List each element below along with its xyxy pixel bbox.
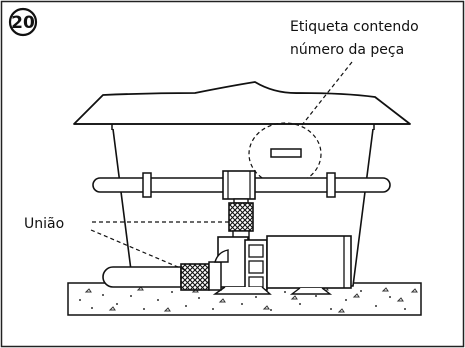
part-label-plate xyxy=(270,148,302,158)
pump xyxy=(212,235,352,295)
suction-pipe xyxy=(102,249,229,291)
part-label-line1: Etiqueta contendo xyxy=(290,19,419,35)
step-badge: 20 xyxy=(8,7,38,37)
tank-lid xyxy=(73,81,411,125)
vertical-pipe xyxy=(228,198,254,240)
union-fitting-upper xyxy=(228,202,254,232)
part-label-line2: número da peça xyxy=(290,42,404,58)
step-number: 20 xyxy=(11,13,35,33)
union-label: União xyxy=(24,216,64,232)
union-fitting-lower xyxy=(180,263,210,291)
union-leader-lower xyxy=(90,229,186,271)
pump-motor xyxy=(266,235,352,289)
horizontal-pipe xyxy=(92,170,391,200)
